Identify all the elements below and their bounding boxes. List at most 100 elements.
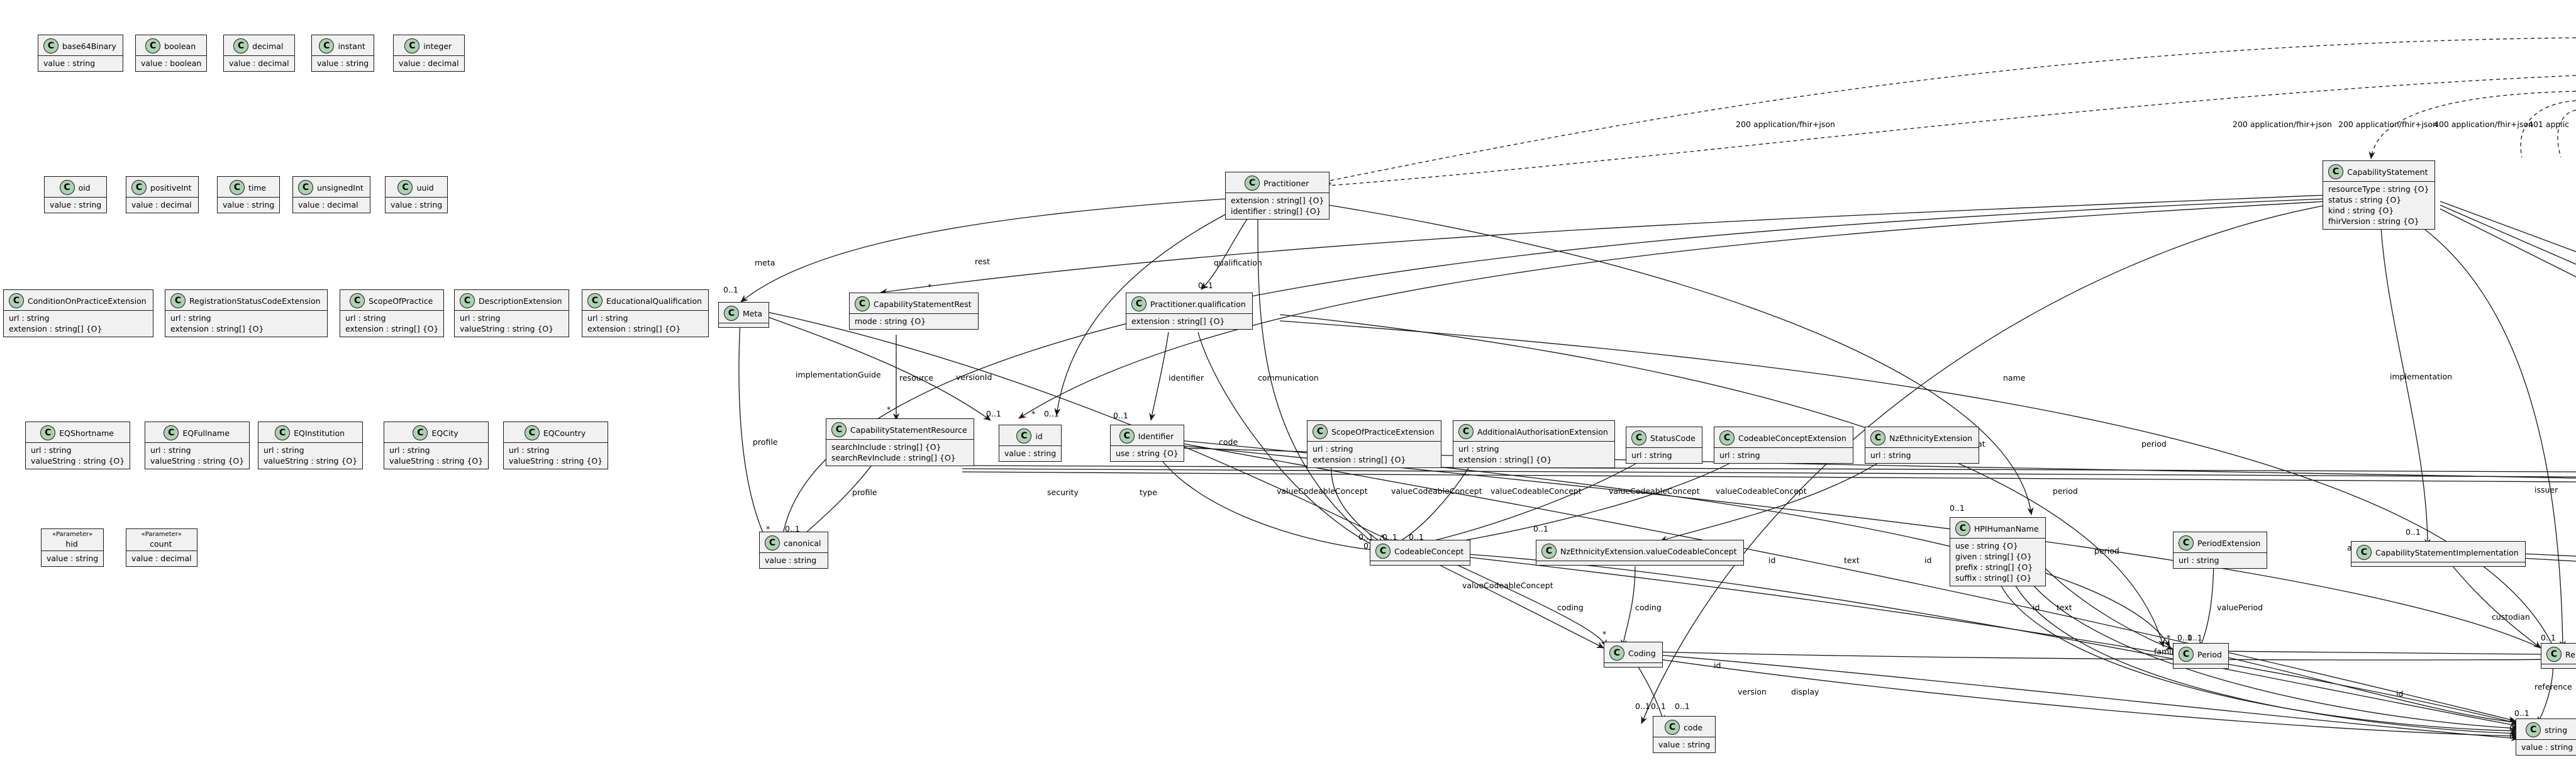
class-attribute: value : decimal [131,554,192,563]
class-c-icon: C [164,425,179,440]
class-attribute: extension : string[] {O} [1131,316,1225,326]
class-attribute: value : string [2521,742,2573,752]
edge-hpi-text [2006,566,2519,737]
class-attribute: value : decimal [399,59,459,68]
class-attributes: value : string [218,197,280,213]
edge-cs-right2 [2440,204,2576,265]
class-c-icon: C [524,425,540,440]
class-attribute: fhirVersion : string {O} [2328,216,2419,226]
edge-label-vcc1: valueCodeableConcept [1277,486,1368,496]
multiplicity-label: * [2167,633,2170,642]
class-name: string [2545,725,2568,735]
class-c-icon: C [404,38,420,53]
edge-cs-right1 [2440,201,2576,252]
class-empty-compartment [1604,662,1662,667]
class-name: RegistrationStatusCodeExtension [189,296,321,306]
edge-label-valuePeriod: valuePeriod [2217,603,2263,612]
edge-label-id5: id [2396,689,2403,698]
class-attribute: given : string[] {O} [1955,552,2032,561]
edge-scope-vcc [1331,452,1384,545]
class-name: EQFullname [182,428,230,438]
class-attributes: value : string [312,55,374,71]
class-name: CapabilityStatementResource [850,425,967,435]
class-attribute: kind : string {O} [2328,206,2394,215]
class-name: StatusCode [1650,433,1696,443]
class-attribute: extension : string[] {O} [1458,455,1552,464]
edge-cc-coding [1446,559,1607,647]
multiplicity-label: 0..1 [2177,633,2192,642]
edge-label-qualification: qualification [1214,258,1262,267]
class-name: Practitioner [1263,178,1309,188]
edge-meta-versionid [760,314,991,421]
edge-label-id1: id [1768,556,1775,565]
class-attribute: valueString : string {O} [264,456,358,466]
edge-qualification-code [1197,332,1378,548]
class-c-icon: C [298,180,313,195]
multiplicity-label: 0..1 [1651,701,1666,711]
class-attribute: suffix : string[] {O} [1955,573,2032,583]
edge-label-vcc3: valueCodeableConcept [1491,486,1582,496]
class-attribute: url : string [1313,444,1353,454]
edge-practitioner-meta [740,198,1227,303]
class-name: Coding [1628,648,1656,658]
edge-hpi-period [2031,553,2174,650]
